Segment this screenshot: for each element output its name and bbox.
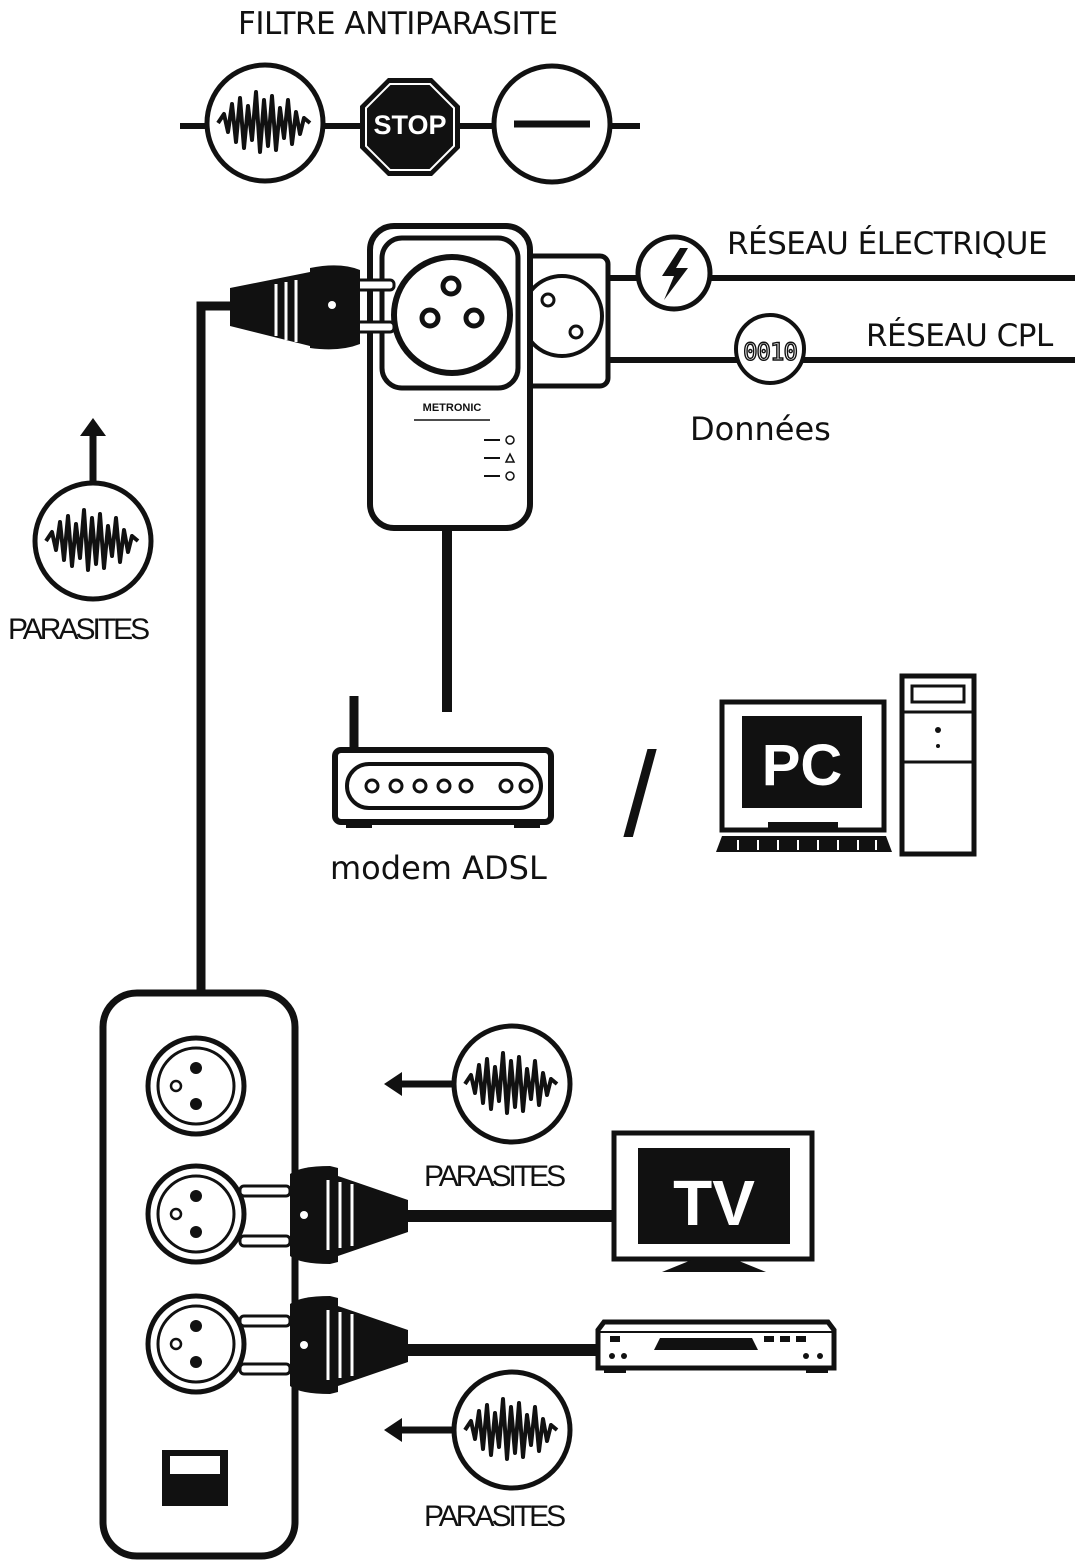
strip-switch [162,1450,228,1506]
clean-signal-icon [491,63,613,185]
television: TV [611,1130,815,1272]
stop-sign-icon: STOP [360,78,460,176]
tv-screen [638,1148,790,1244]
diagram-title: FILTRE ANTIPARASITE [238,6,558,42]
main-cable [196,301,232,992]
tv-stand [662,1259,766,1272]
parasites-label-middle: PARASITES [424,1160,566,1193]
parasites-label-top: PARASITES [8,613,150,646]
adapter-leds [484,435,516,481]
power-strip [99,989,299,1560]
disc-tray [654,1338,758,1350]
data-bubble: 0010 [734,313,806,385]
adapter-socket [391,254,513,376]
arrow-left-icon [384,1418,402,1442]
arrow-up-icon [80,418,106,436]
parasites-left-middle [384,1023,573,1145]
strip-socket-2 [145,1163,247,1265]
stop-text: STOP [373,110,446,140]
tv-label: TV [673,1167,755,1239]
strip-socket-1 [145,1035,247,1137]
dvd-player [595,1319,837,1373]
player-plug [238,1296,408,1394]
pc-tower [899,673,977,857]
electric-network [606,234,1075,312]
parasites-left-bottom [384,1369,573,1491]
powerline-adapter: METRONIC [367,223,611,712]
arrow-left-icon [384,1072,402,1096]
cpl-network: 0010 [606,313,1075,385]
pc-computer: PC [716,673,977,857]
pc-screen [742,716,862,808]
adapter-brand: METRONIC [423,402,482,414]
adsl-modem [332,696,554,828]
strip-socket-3 [145,1293,247,1395]
parasites-label-bottom: PARASITES [424,1500,566,1533]
adapter-plug [230,265,396,350]
separator-slash: / [623,728,657,862]
filter-legend: STOP [180,62,640,185]
data-label: Données [690,410,831,448]
modem-label: modem ADSL [330,849,547,887]
lightning-icon [635,234,713,312]
data-code: 0010 [743,338,797,366]
noise-icon [204,62,326,184]
cpl-network-label: RÉSEAU CPL [866,318,1053,354]
tv-plug [238,1166,408,1264]
parasites-up [32,418,154,602]
pc-label: PC [762,733,843,798]
pc-keyboard [716,836,892,852]
electric-network-label: RÉSEAU ÉLECTRIQUE [727,226,1048,262]
